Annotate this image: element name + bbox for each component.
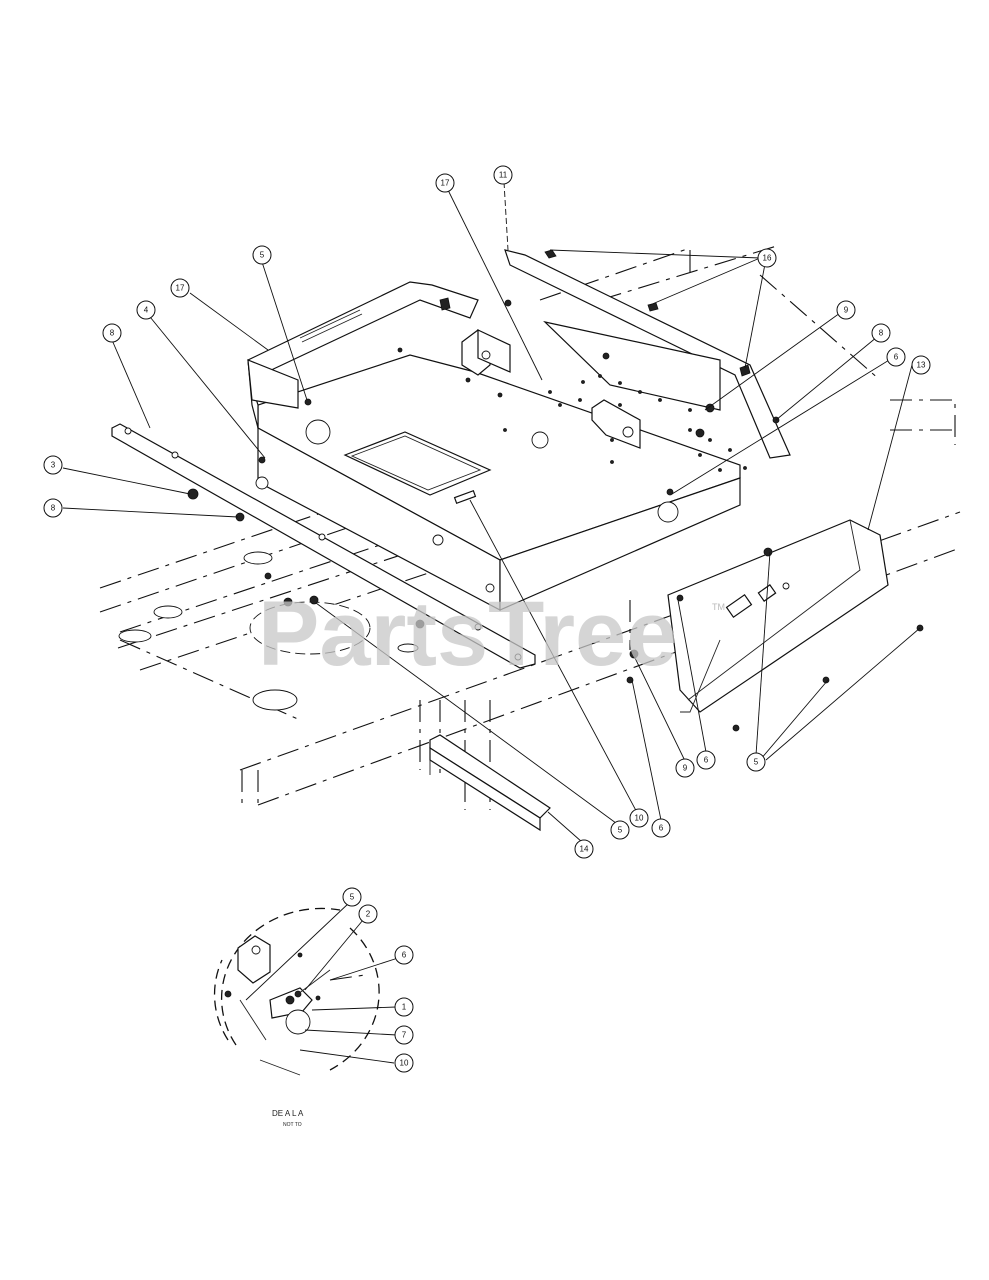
callout-c4: 5 <box>252 245 272 265</box>
callout-label: 6 <box>659 824 664 833</box>
detail-sublabel: NOT TO <box>283 1122 302 1128</box>
callout-c5: 17 <box>170 278 190 298</box>
callout-circle <box>170 278 190 298</box>
callout-label: 8 <box>110 329 115 338</box>
callout-c6: 4 <box>136 300 156 320</box>
callout-label: 2 <box>366 910 371 919</box>
callout-circle <box>394 1025 414 1045</box>
callout-label: 1 <box>402 1003 407 1012</box>
fasteners <box>187 456 674 684</box>
callout-circle <box>746 752 766 772</box>
callout-label: 9 <box>683 764 688 773</box>
callout-label: 11 <box>499 171 508 180</box>
detail-view <box>213 901 399 1076</box>
callout-c22: 2 <box>358 904 378 924</box>
long-bar <box>111 423 536 669</box>
callout-circle <box>102 323 122 343</box>
callout-label: 5 <box>350 893 355 902</box>
callout-label: 9 <box>844 306 849 315</box>
callout-c1: 11 <box>493 165 513 185</box>
callout-label: 6 <box>402 951 407 960</box>
callout-label: 16 <box>763 254 772 263</box>
callout-c23: 6 <box>394 945 414 965</box>
callout-c13: 8 <box>43 498 63 518</box>
detail-label: DE A L A <box>272 1109 304 1118</box>
callout-c17: 6 <box>651 818 671 838</box>
callout-label: 10 <box>400 1059 409 1068</box>
callout-circle <box>886 347 906 367</box>
callout-c3: 16 <box>757 248 777 268</box>
callout-circle <box>836 300 856 320</box>
callout-circle <box>911 355 931 375</box>
callout-c8: 9 <box>836 300 856 320</box>
callout-c20: 14 <box>574 839 594 859</box>
rear-panel <box>247 281 479 429</box>
callout-c14: 5 <box>746 752 766 772</box>
callout-circle <box>493 165 513 185</box>
callout-label: 6 <box>894 353 899 362</box>
callout-label: 7 <box>402 1031 407 1040</box>
callout-label: 17 <box>176 284 185 293</box>
leader-lines <box>62 181 921 843</box>
callout-label: 5 <box>618 826 623 835</box>
callout-c24: 1 <box>394 997 414 1017</box>
watermark-text: PartsTree <box>258 583 677 685</box>
callout-label: 17 <box>441 179 450 188</box>
callout-c25: 7 <box>394 1025 414 1045</box>
callout-c2: 17 <box>435 173 455 193</box>
callout-circle <box>252 245 272 265</box>
callout-c21: 5 <box>342 887 362 907</box>
callout-c18: 10 <box>629 808 649 828</box>
callout-label: 13 <box>917 361 926 370</box>
callout-circle <box>629 808 649 828</box>
callout-circle <box>394 997 414 1017</box>
callout-label: 5 <box>260 251 265 260</box>
callout-c19: 5 <box>610 820 630 840</box>
callout-c26: 10 <box>394 1053 414 1073</box>
callout-label: 3 <box>51 461 56 470</box>
callout-circle <box>574 839 594 859</box>
callout-c15: 6 <box>696 750 716 770</box>
callout-circle <box>394 1053 414 1073</box>
callout-label: 10 <box>635 814 644 823</box>
callout-c7: 8 <box>102 323 122 343</box>
callout-c9: 8 <box>871 323 891 343</box>
upper-bracket <box>461 249 791 472</box>
callout-circle <box>358 904 378 924</box>
callout-label: 8 <box>51 504 56 513</box>
side-cover <box>667 519 924 732</box>
callout-circle <box>610 820 630 840</box>
callout-label: 6 <box>704 756 709 765</box>
callout-c16: 9 <box>675 758 695 778</box>
callout-circle <box>43 498 63 518</box>
callout-circle <box>136 300 156 320</box>
callout-circle <box>43 455 63 475</box>
chassis-box <box>255 347 741 611</box>
callout-label: 14 <box>580 845 589 854</box>
callout-circle <box>651 818 671 838</box>
lower-bracket <box>429 734 551 832</box>
callout-circle <box>435 173 455 193</box>
callout-circle <box>394 945 414 965</box>
frame-plate <box>118 551 419 721</box>
callout-circle <box>675 758 695 778</box>
callout-circle <box>871 323 891 343</box>
callout-circle <box>696 750 716 770</box>
callout-c12: 3 <box>43 455 63 475</box>
callout-circle <box>757 248 777 268</box>
watermark: PartsTree TM <box>258 583 725 685</box>
bracket-holes <box>578 374 747 472</box>
callout-label: 8 <box>879 329 884 338</box>
callout-c11: 13 <box>911 355 931 375</box>
callout-c10: 6 <box>886 347 906 367</box>
watermark-trademark: TM <box>712 602 725 612</box>
callout-circle <box>342 887 362 907</box>
callout-label: 4 <box>144 306 149 315</box>
callout-label: 5 <box>754 758 759 767</box>
